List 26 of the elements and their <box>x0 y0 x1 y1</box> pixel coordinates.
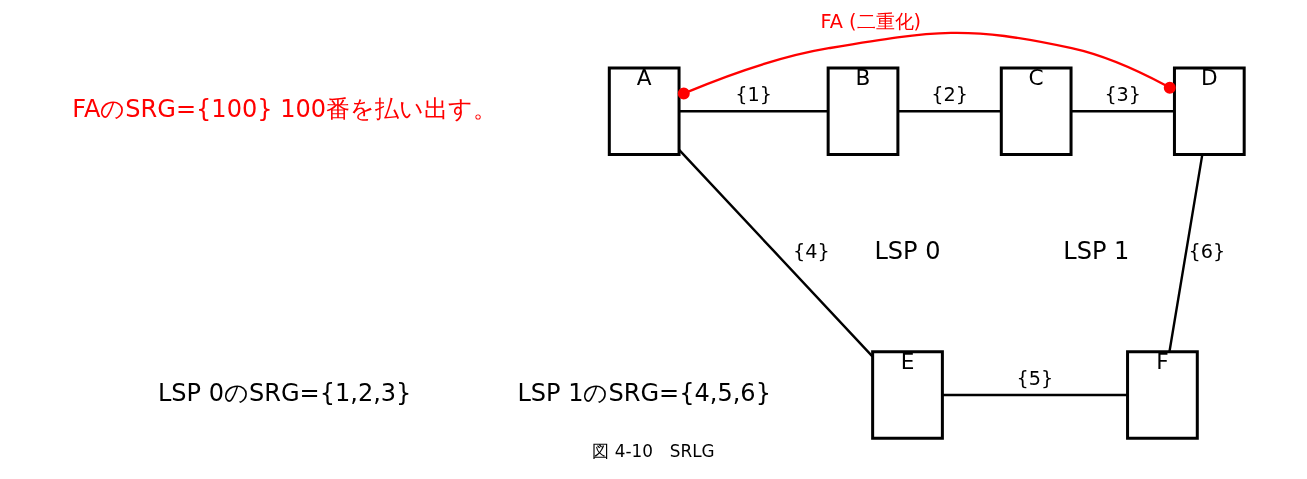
connector <box>677 31 1176 100</box>
node-box: B <box>826 66 900 157</box>
node-box: F <box>1126 350 1199 440</box>
node-box: D <box>1172 66 1246 157</box>
connector <box>679 110 828 113</box>
edge-label: {6} <box>1188 239 1226 263</box>
edge-label: {4} <box>792 239 830 263</box>
connector <box>678 149 874 358</box>
edge-label: FA (二重化) <box>820 10 922 34</box>
edge-label: {5} <box>1016 367 1054 391</box>
label: LSP 0のSRG={1,2,3} <box>157 379 412 408</box>
node-box: C <box>999 66 1073 157</box>
node-box: E <box>871 350 944 440</box>
caption: 図 4-10 SRLG <box>592 440 715 461</box>
label: LSP 1のSRG={4,5,6} <box>517 379 771 408</box>
edge-label: {1} <box>735 83 772 107</box>
label: FAのSRG={100} 100番を払い出す。 <box>72 95 498 124</box>
edge-label: {2} <box>931 83 968 107</box>
connector <box>942 393 1128 397</box>
connector <box>898 110 1002 113</box>
label: LSP 1 <box>1063 237 1130 266</box>
edge-label: {3} <box>1104 83 1142 107</box>
connector <box>1168 154 1204 352</box>
connector <box>1071 110 1175 113</box>
label: LSP 0 <box>874 237 941 266</box>
node-box: A <box>607 66 681 157</box>
